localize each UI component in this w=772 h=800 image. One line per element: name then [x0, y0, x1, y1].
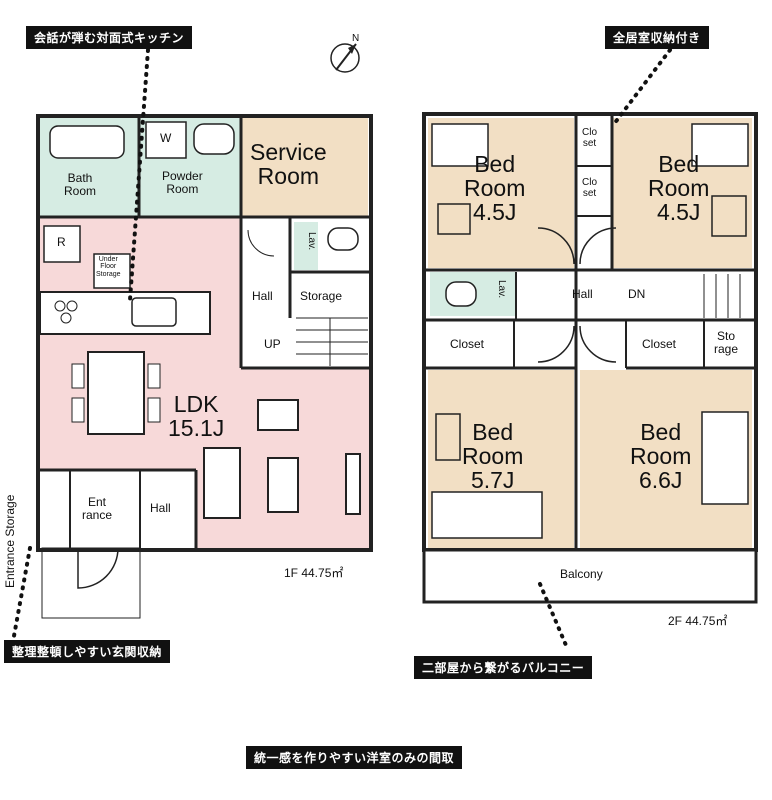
powder-room-label: Powder Room	[162, 169, 203, 196]
desk	[711, 195, 747, 237]
bed-furniture	[431, 491, 543, 539]
stairs-up-label: UP	[264, 337, 281, 351]
callout-entrance-storage: 整理整頓しやすい玄関収納	[4, 640, 170, 663]
storage-1f-label: Storage	[300, 289, 343, 303]
callout-closets: 全居室収納付き	[605, 26, 709, 49]
closet-c-label: Closet	[450, 337, 485, 351]
lav-2f-label: Lav.	[496, 280, 507, 299]
entrance-storage-label: Entrance Storage	[3, 494, 17, 588]
tv-stand	[345, 453, 361, 515]
stove	[54, 300, 66, 312]
powder-sink	[193, 123, 235, 155]
sofa	[203, 447, 241, 519]
entrance-area	[40, 470, 196, 548]
bed2-label: Bed Room 4.5J	[648, 151, 710, 226]
entrance-door	[77, 547, 119, 589]
lav-1f-label: Lav.	[306, 232, 317, 251]
armchair	[257, 399, 299, 431]
dining-table	[87, 351, 145, 435]
hall-entrance-label: Hall	[150, 501, 171, 515]
door-swing	[247, 229, 275, 257]
desk	[435, 413, 461, 461]
closet-a-label: Clo set	[582, 127, 598, 149]
bed1-label: Bed Room 4.5J	[464, 151, 526, 226]
bed3-label: Bed Room 5.7J	[462, 419, 524, 494]
compass-north-label: N	[352, 33, 360, 44]
ldk-label: LDK 15.1J	[168, 391, 225, 442]
kitchen-counter	[39, 291, 211, 335]
floor1-area-label: 1F 44.75㎡	[284, 566, 344, 580]
bath-room-label: Bath Room	[64, 171, 97, 198]
bed-furniture	[701, 411, 749, 505]
bath-area	[40, 118, 138, 216]
fridge-label: R	[57, 235, 66, 249]
underfloor-storage-label: Under Floor Storage	[96, 256, 121, 278]
entrance-label: Ent rance	[82, 495, 113, 522]
bathtub	[49, 125, 125, 159]
coffee-table	[267, 457, 299, 513]
closet-b-label: Clo set	[582, 177, 598, 199]
hall-1f-label: Hall	[252, 289, 273, 303]
sink	[131, 297, 177, 327]
chair	[71, 363, 85, 389]
callout-layout: 統一感を作りやすい洋室のみの間取	[246, 746, 463, 769]
storage-2f-label: Sto rage	[714, 329, 739, 356]
lav-1f-area	[292, 220, 368, 272]
powder-area	[140, 118, 240, 216]
stove	[66, 300, 78, 312]
door-swing	[537, 227, 575, 265]
bed4-label: Bed Room 6.6J	[630, 419, 692, 494]
floor2-area-label: 2F 44.75㎡	[668, 614, 728, 628]
toilet-1f	[327, 227, 359, 251]
callout-kitchen: 会話が弾む対面式キッチン	[26, 26, 193, 49]
chair	[71, 397, 85, 423]
compass-icon	[330, 43, 360, 73]
stairs-1f	[296, 317, 368, 366]
door-swing	[579, 325, 617, 363]
door-swing	[579, 227, 617, 265]
toilet-2f	[445, 281, 477, 307]
stairs-down-label: DN	[628, 287, 646, 301]
closet-d-label: Closet	[642, 337, 677, 351]
stove	[60, 312, 72, 324]
chair	[147, 397, 161, 423]
porch-tiles	[41, 547, 141, 619]
callout-balcony: 二部屋から繋がるバルコニー	[414, 656, 593, 679]
callout-leaders	[12, 48, 672, 652]
washer-label: W	[160, 131, 172, 145]
hall-2f-label: Hall	[572, 287, 593, 301]
balcony-label: Balcony	[560, 567, 603, 581]
service-room-label: Service Room	[250, 139, 327, 190]
chair	[147, 363, 161, 389]
stairs-2f	[703, 274, 741, 318]
door-swing	[537, 325, 575, 363]
